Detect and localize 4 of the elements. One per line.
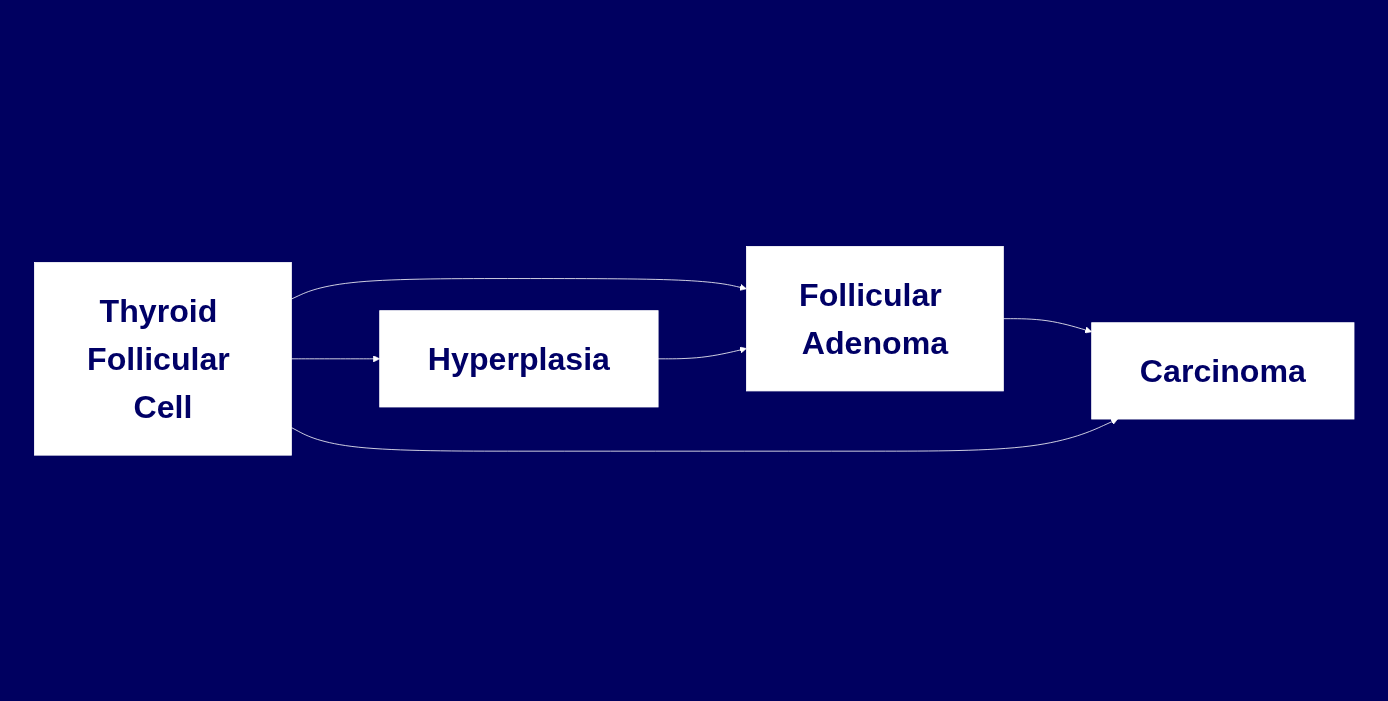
node-box: Hyperplasia bbox=[379, 309, 659, 408]
node-box: Follicular Adenoma bbox=[745, 245, 1004, 392]
node-box: Carcinoma bbox=[1091, 322, 1355, 420]
node-box: Thyroid Follicular Cell bbox=[33, 261, 292, 456]
